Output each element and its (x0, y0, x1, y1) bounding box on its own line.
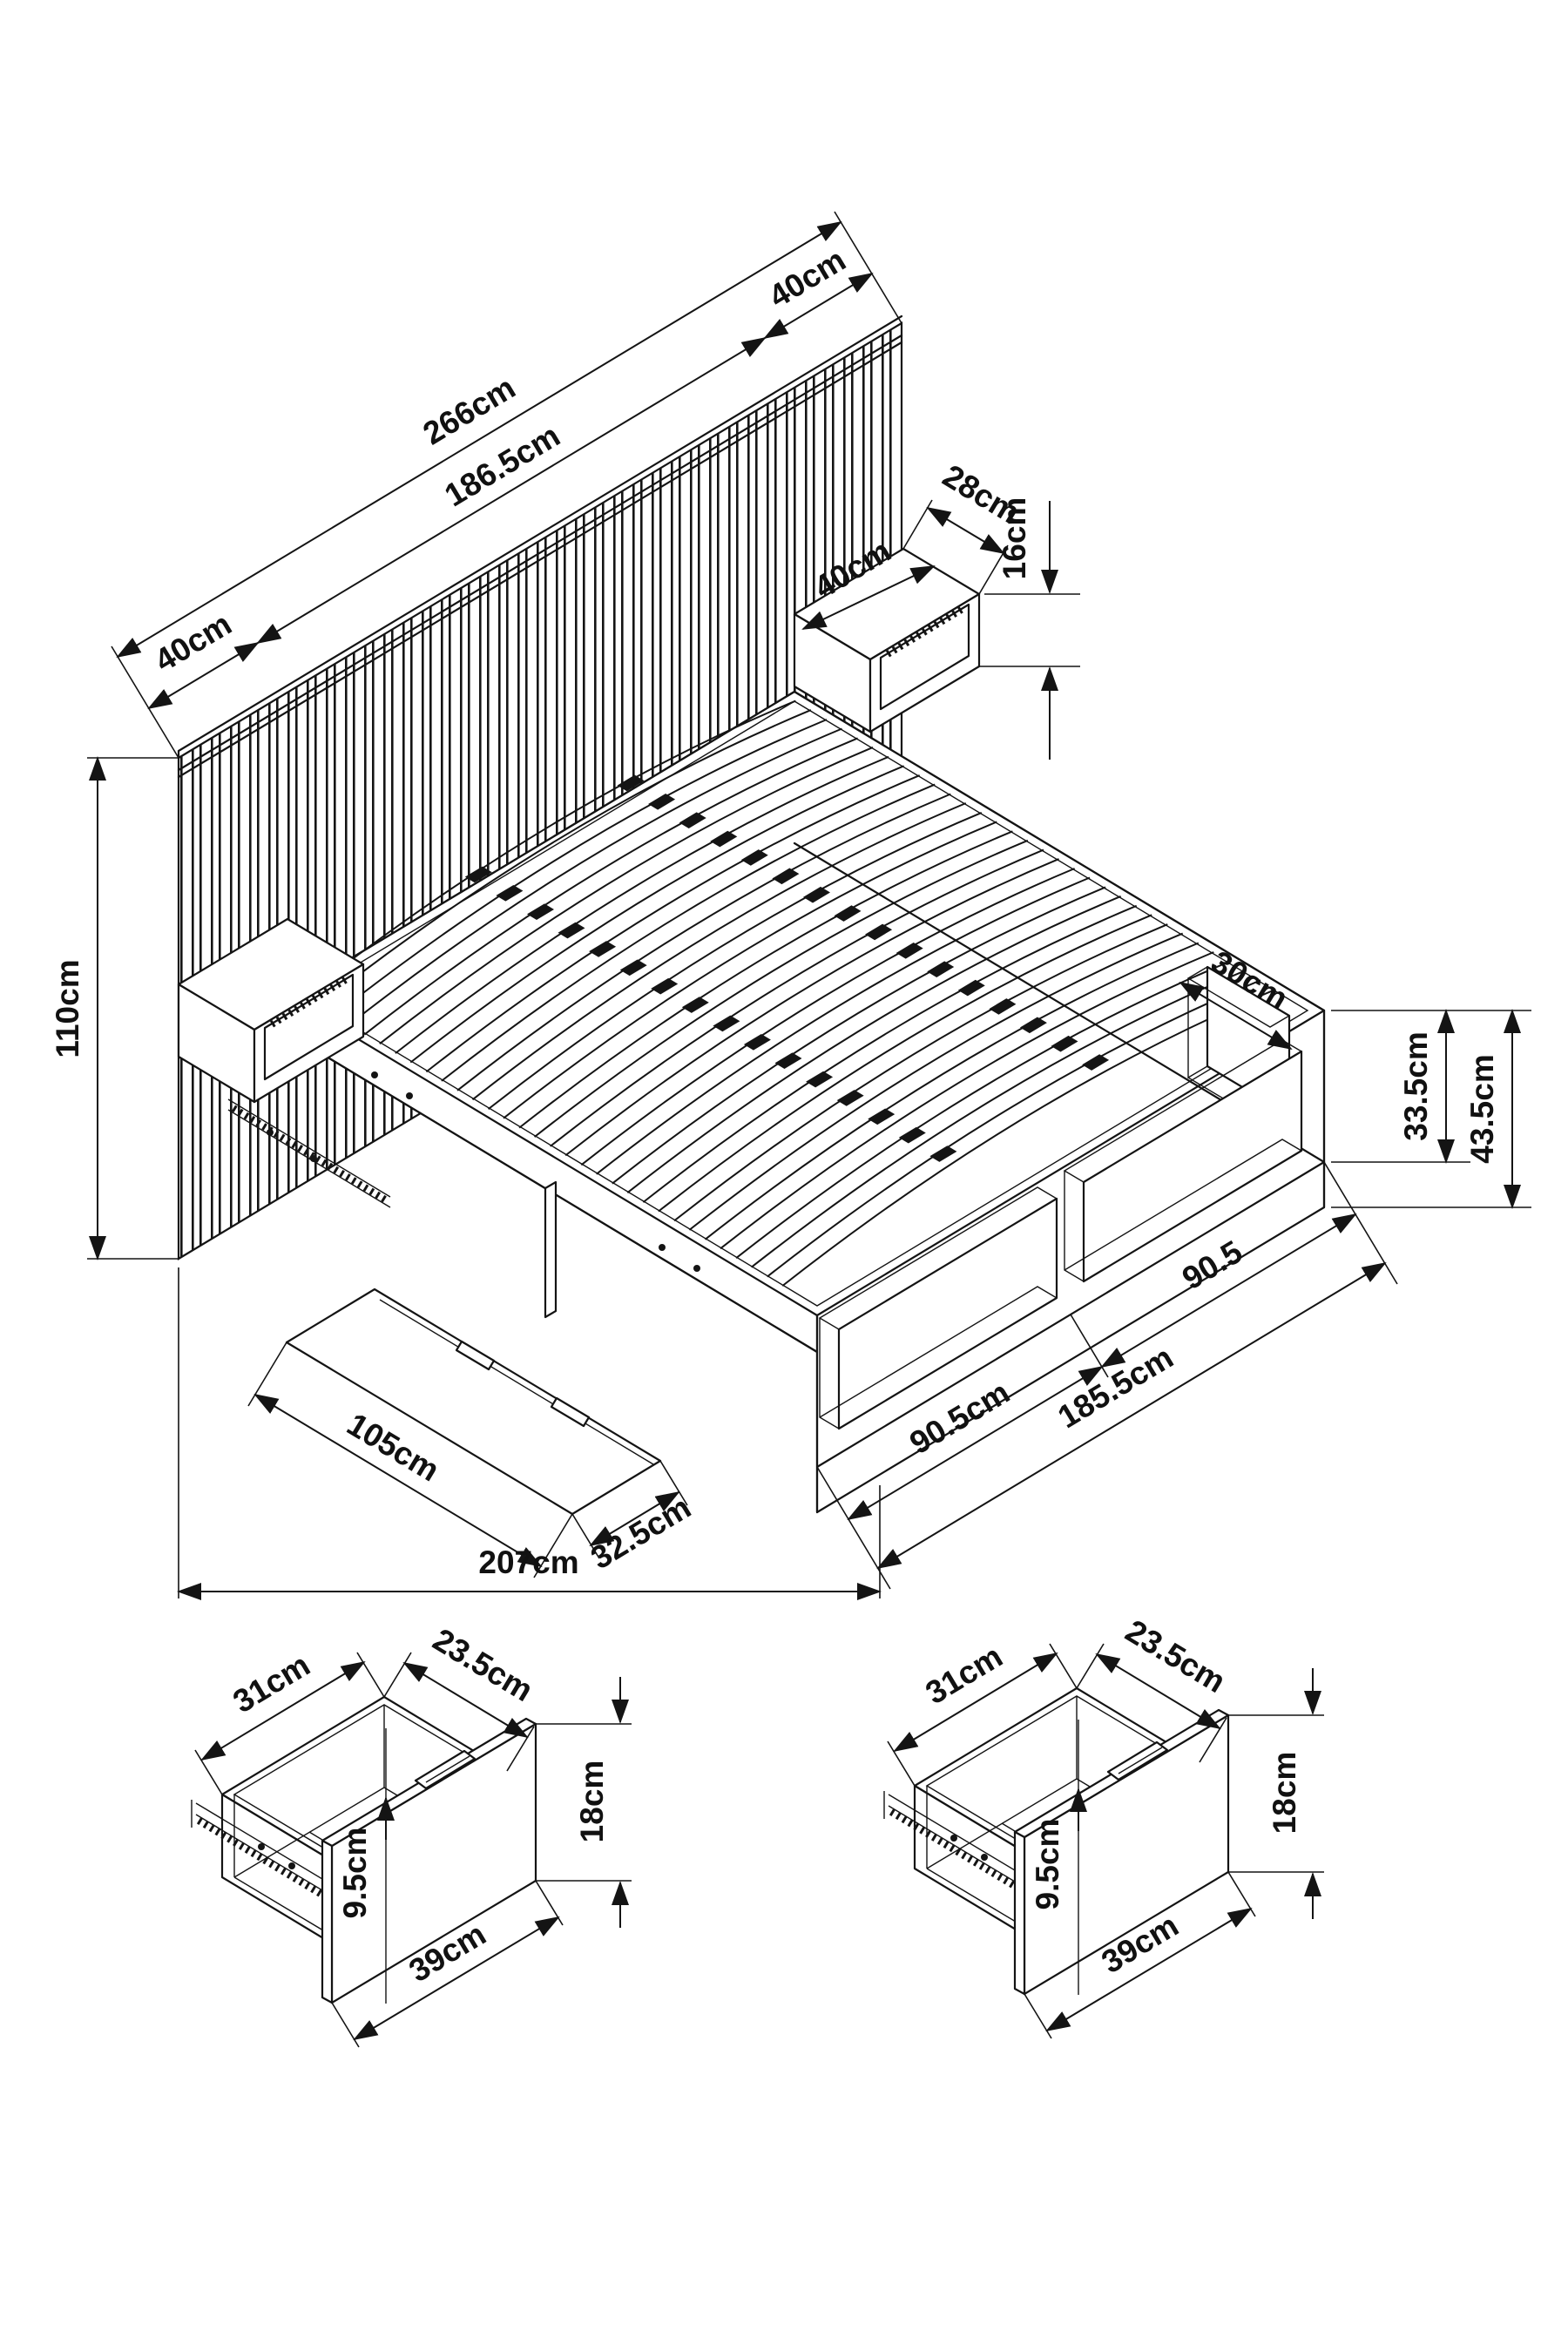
lid-width-ext (571, 1460, 688, 1559)
headboard-ext (111, 211, 902, 759)
nightstand-shelf-opening (879, 603, 970, 711)
label-nightstand-height: 16cm (997, 497, 1032, 580)
lid-width-dim (589, 1490, 680, 1547)
lid-panel (285, 1288, 662, 1516)
label-drawer-width: 31cm (226, 1646, 315, 1720)
lid-length-dim (253, 1393, 543, 1568)
nightstand-shelf-opening (263, 973, 355, 1081)
nightstand-slide-hatch (231, 1105, 388, 1203)
label-drawer-width: 31cm (919, 1638, 1008, 1711)
lid-edge-line (379, 1299, 654, 1465)
label-drawer-front-height: 18cm (574, 1761, 610, 1843)
overall-ext (178, 1267, 881, 1598)
lid-hinge-1 (455, 1340, 496, 1371)
deck-rim-inner (302, 700, 1309, 1307)
drawer-detail-right: 31cm 23.5cm 9.5cm 18cm 39cm (884, 1612, 1324, 2038)
storage-lid (285, 1288, 662, 1516)
headboard-right-dim (763, 272, 874, 340)
screw-dot (406, 1092, 413, 1099)
headboard-mid-dim (256, 336, 767, 645)
lid-hinge-2 (550, 1396, 591, 1428)
screw-dot (659, 1244, 666, 1251)
label-headboard-height: 110cm (50, 959, 85, 1058)
label-headboard-width: 266cm (417, 369, 522, 451)
screw-dot (267, 1129, 274, 1136)
nightstand-slide-rail (227, 1098, 391, 1208)
label-headboard-right-overhang: 40cm (762, 241, 851, 314)
nightstand-glide-hatch (885, 605, 965, 658)
nightstand-depth-dim (926, 506, 1005, 555)
label-lid-width: 32.5cm (585, 1489, 697, 1576)
label-frame-panel-height: 33.5cm (1398, 1031, 1434, 1141)
screw-dot (371, 1071, 378, 1078)
foot-total-dim (876, 1261, 1387, 1570)
left-center-post (544, 1180, 558, 1319)
label-drawer-inner-height: 9.5cm (1030, 1819, 1065, 1910)
mattress-slats (301, 700, 1276, 1287)
screw-dot (693, 1265, 700, 1272)
headboard-left-dim (147, 641, 260, 710)
label-headboard-left-overhang: 40cm (148, 605, 237, 679)
nightstand-left (177, 917, 391, 1208)
label-drawer-inner-height: 9.5cm (337, 1828, 373, 1919)
label-drawer-front-height: 18cm (1267, 1752, 1302, 1835)
side-cubby-dim (1179, 981, 1293, 1051)
screw-dot (310, 1155, 317, 1162)
nightstand-width-dim (801, 565, 936, 630)
label-drawer-depth: 23.5cm (427, 1621, 539, 1708)
label-drawer-depth: 23.5cm (1119, 1612, 1232, 1700)
label-frame-total-height: 43.5cm (1464, 1054, 1500, 1164)
nightstand-glide-hatch (269, 976, 349, 1028)
label-overall-depth: 207cm (478, 1544, 578, 1580)
nightstand-height-ext (979, 593, 1080, 667)
drawer-detail-left: 31cm 23.5cm 9.5cm 18cm 39cm (192, 1621, 632, 2047)
height-ext (87, 757, 179, 1260)
